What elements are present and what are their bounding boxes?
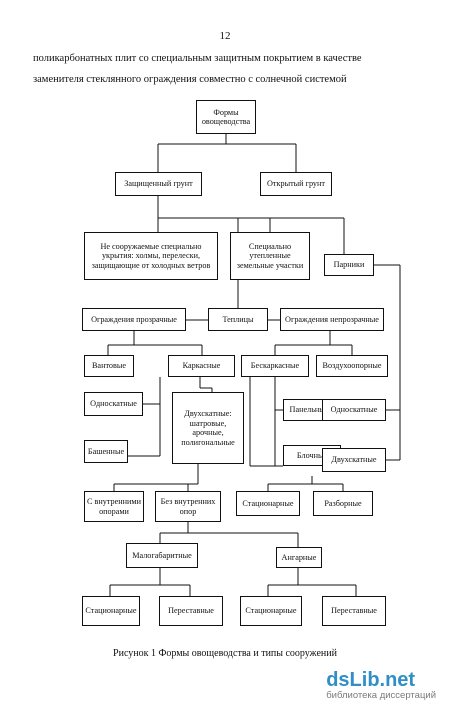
node-stationary-2: Стационарные: [240, 596, 302, 626]
node-hangar: Ангарные: [276, 547, 322, 568]
node-double-slope-right: Двухскатные: [322, 448, 386, 472]
page-number: 12: [219, 30, 231, 42]
node-frame: Каркасные: [168, 355, 235, 377]
watermark-subtitle: библиотека диссертаций: [326, 690, 436, 701]
node-opaque-enclosures: Ограждения непрозрачные: [280, 308, 384, 331]
intro-text-line-1: поликарбонатных плит со специальным защи…: [33, 53, 362, 64]
node-movable-2: Переставные: [322, 596, 386, 626]
node-hotbeds: Парники: [324, 254, 374, 276]
node-guyed: Вантовые: [84, 355, 134, 377]
node-frameless: Бескаркасные: [241, 355, 309, 377]
node-greenhouses: Теплицы: [208, 308, 268, 331]
node-small-size: Малогабаритные: [126, 543, 198, 568]
node-tower: Башенные: [84, 440, 128, 463]
intro-text-line-2: заменителя стеклянного ограждения совмес…: [33, 74, 347, 85]
node-collapsible: Разборные: [313, 491, 373, 516]
watermark: dsLib.net библиотека диссертаций: [326, 670, 436, 701]
node-air-supported: Воздухоопорные: [316, 355, 388, 377]
node-stationary-1: Стационарные: [82, 596, 140, 626]
watermark-logo: dsLib.net: [326, 669, 416, 691]
node-transparent-enclosures: Ограждения прозрачные: [82, 308, 186, 331]
figure-caption: Рисунок 1 Формы овощеводства и типы соор…: [113, 648, 337, 659]
node-open-ground: Открытый грунт: [260, 172, 332, 196]
node-movable-1: Переставные: [159, 596, 223, 626]
node-double-slope-types: Двухскатные:шатровые,арочные,полигональн…: [172, 392, 244, 464]
node-single-slope-right: Односкатные: [322, 399, 386, 421]
node-protected-ground: Защищенный грунт: [115, 172, 202, 196]
node-stationary-middle: Стационарные: [236, 491, 300, 516]
node-single-slope-left: Односкатные: [84, 392, 143, 416]
